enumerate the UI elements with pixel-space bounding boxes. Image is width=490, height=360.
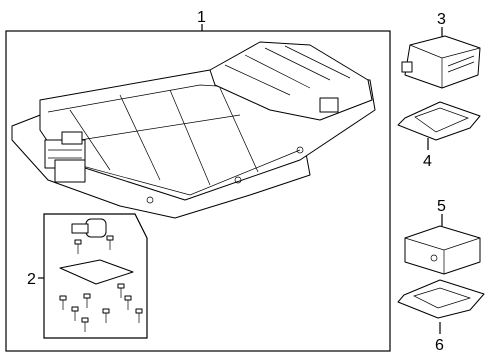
callout-5: 5 [437, 198, 446, 215]
callout-4: 4 [423, 153, 432, 170]
hardware-kit [59, 218, 143, 332]
callout-3: 3 [437, 11, 446, 28]
callout-2: 2 [27, 271, 36, 288]
battery-pack-assembly [11, 41, 376, 219]
control-module [401, 35, 481, 89]
junction-module [404, 225, 481, 275]
callout-1: 1 [197, 9, 206, 26]
callout-6: 6 [435, 337, 444, 354]
module-bracket-lower [397, 279, 485, 319]
module-bracket-upper [397, 101, 481, 141]
main-assembly-frame [5, 30, 391, 352]
hardware-kit-frame [43, 213, 148, 339]
